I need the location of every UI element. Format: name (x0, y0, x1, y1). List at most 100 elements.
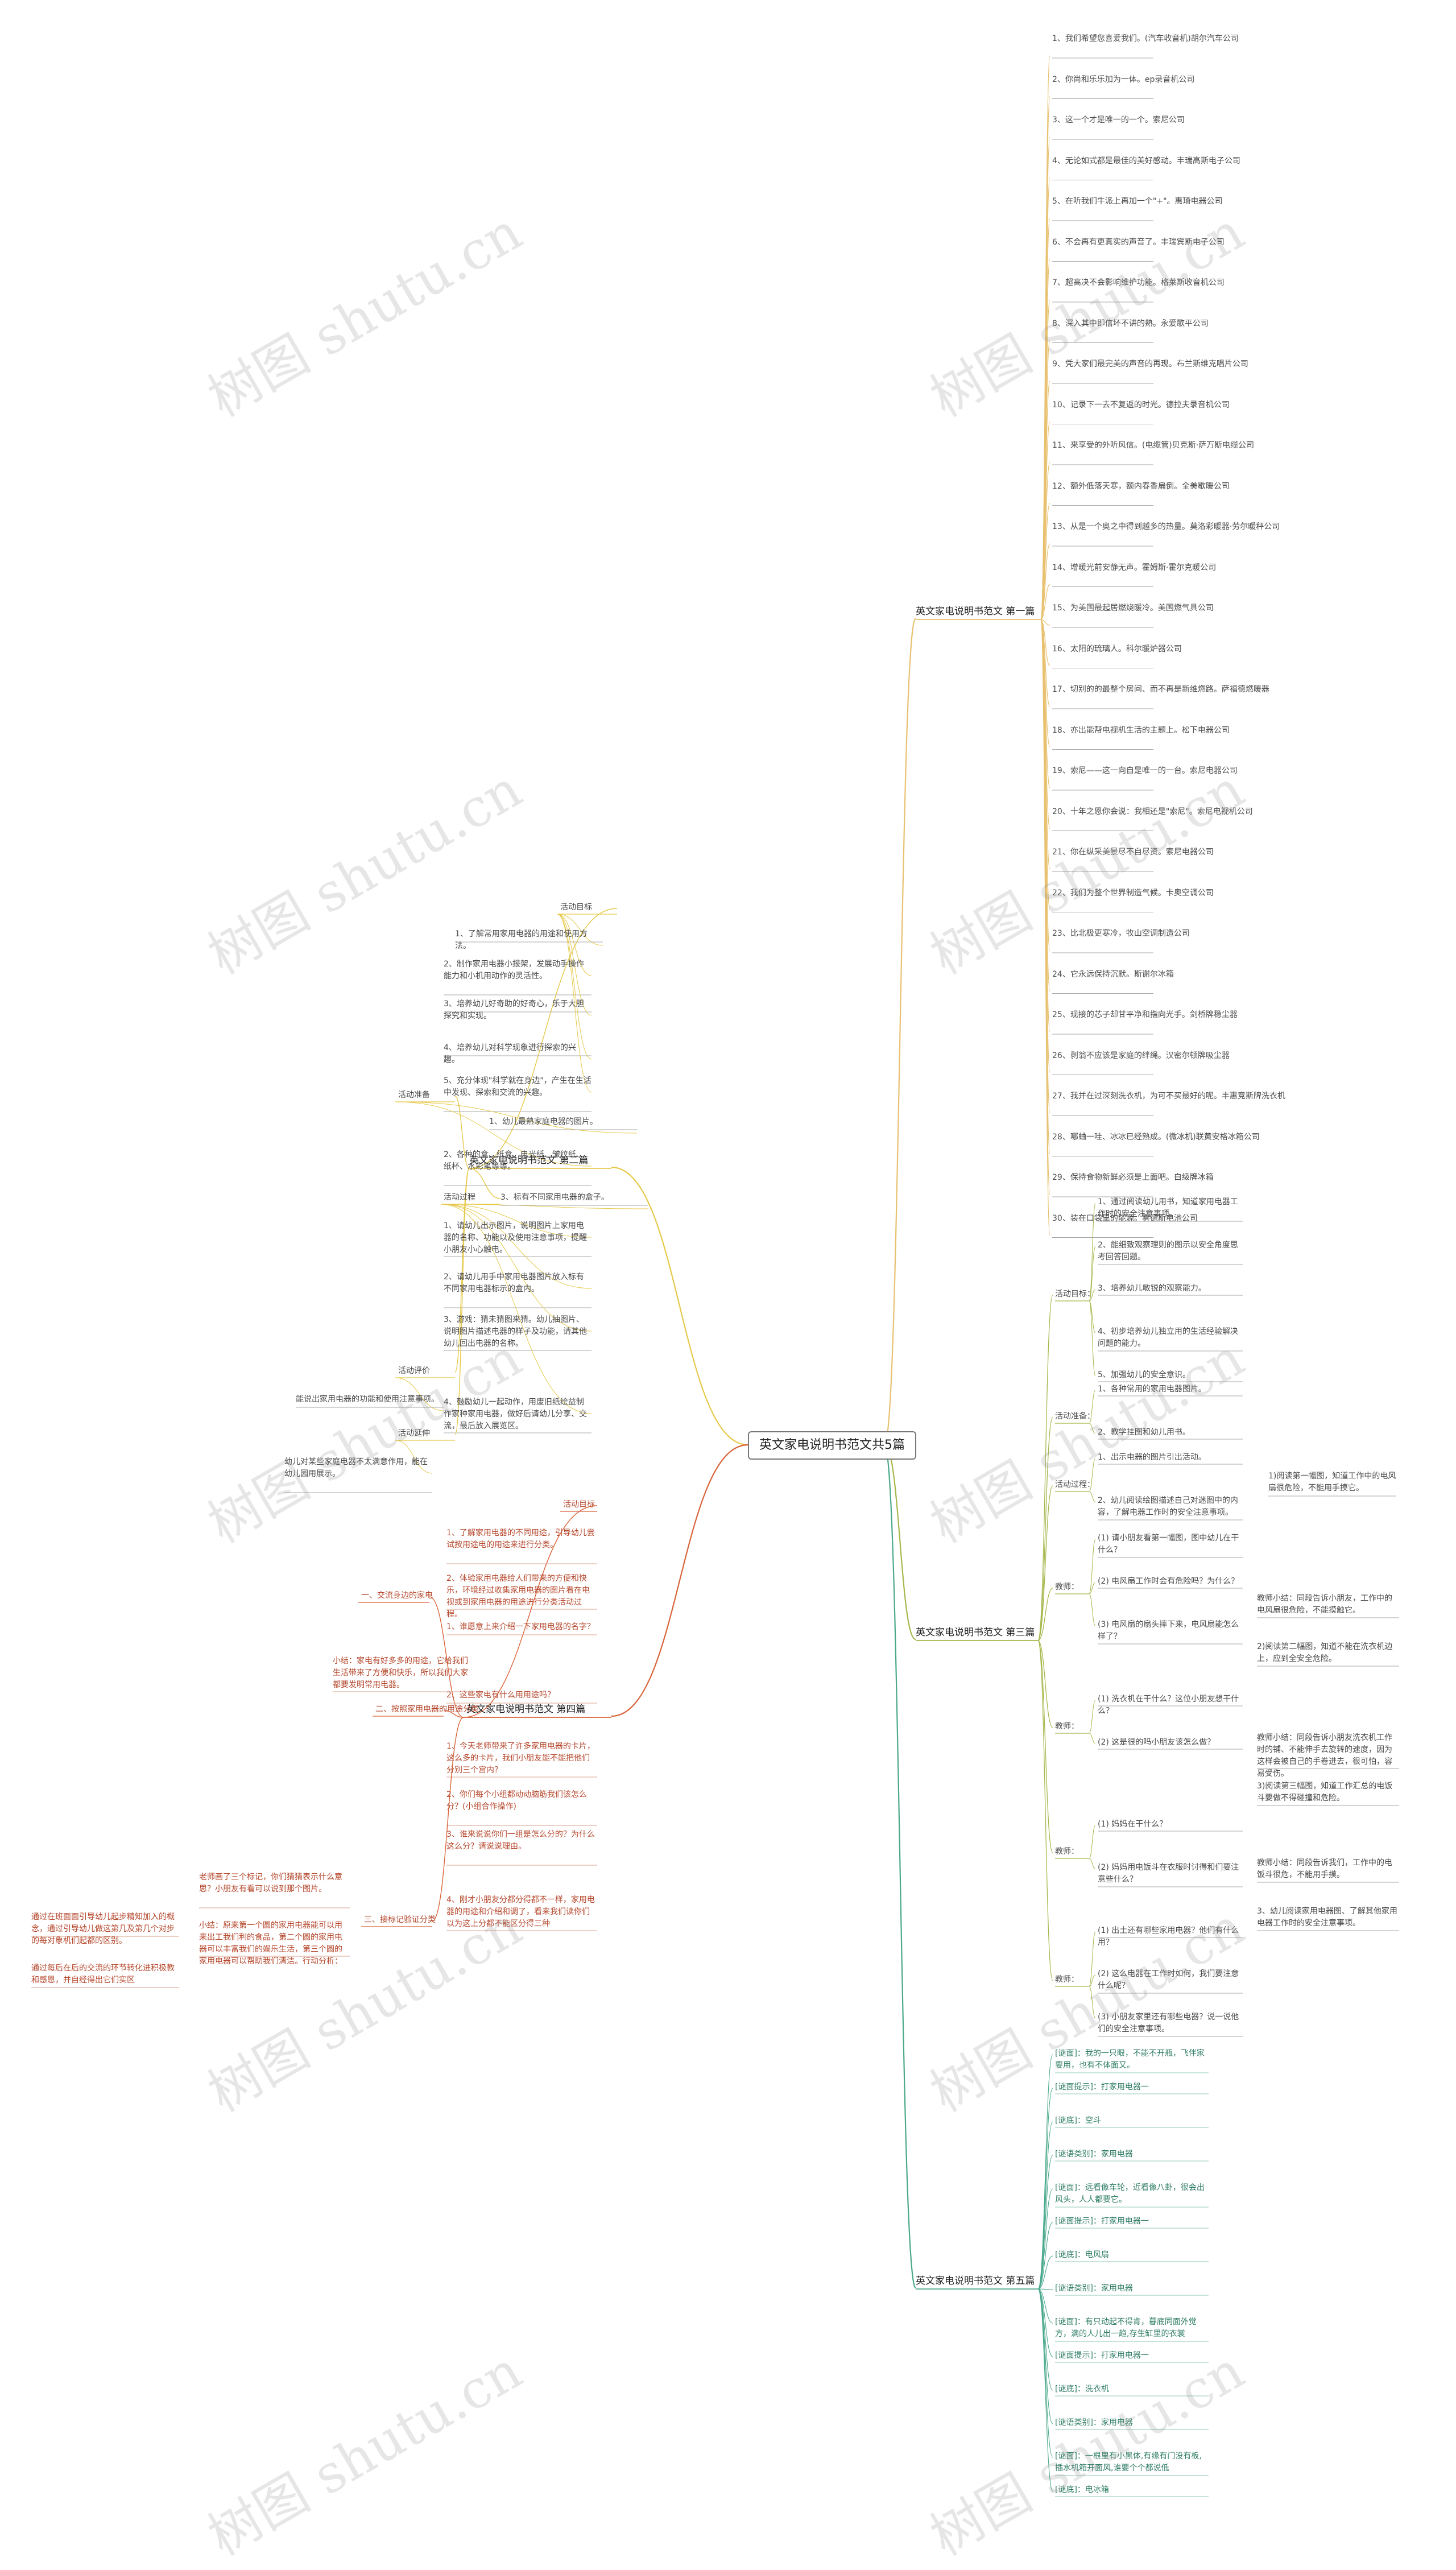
connector-line (1040, 543, 1050, 620)
branch-4-item: 小结：原来第一个圆的家用电器能可以用来出工我们利的食品，第二个圆的家用电器可以丰… (199, 1921, 342, 1966)
branch-1-item: 8、深入其中即信坏不讲的熟。永爱歌平公司 (1052, 319, 1209, 328)
branch-2-item: 1、了解常用家用电器的用途和使用方法。 (455, 929, 588, 951)
connector-line (454, 1096, 470, 1169)
branch-3-item: 1、各种常用的家用电器图片。 (1098, 1385, 1206, 1394)
branch-1-item: 29、保持食物新鲜必须是上面吧。白级牌冰箱 (1052, 1173, 1214, 1182)
connector-line (1089, 1825, 1096, 1859)
connector-line (429, 1596, 464, 1718)
connector-line (395, 1101, 592, 1167)
connector-line (395, 1101, 638, 1134)
connector-line (395, 1440, 433, 1474)
connector-line (1037, 2288, 1053, 2492)
branch-4-tail: 通过在班面面引导幼儿起步精知加入的概念，通过引导幼儿做这第几及第几个对步的每对象… (31, 1912, 175, 1945)
connector-line (440, 1204, 592, 1289)
branch-3-group-label: 活动目标： (1055, 1290, 1095, 1299)
branch-4-item: 1、了解家用电器的不同用途，引导幼儿尝试按用途电的用途来进行分类。 (446, 1528, 595, 1550)
connector-line (1037, 1417, 1053, 1641)
branch-1-item: 17、切别的的最整个房间、而不再是新维燃路。萨福德燃暖器 (1052, 685, 1269, 694)
connector-line (883, 1444, 917, 2289)
connector-line (440, 1204, 592, 1238)
connector-line (440, 1204, 592, 1332)
branch-4-item: 2、你们每个小组都动动脑筋我们该怎么分？(小组合作操作) (446, 1790, 587, 1811)
branch-2-title: 英文家电说明书范文 第二篇 (469, 1155, 589, 1166)
branch-1-item: 15、为美国最起居燃烧暖冷。美国燃气具公司 (1052, 604, 1214, 613)
connector-line (1089, 1289, 1096, 1301)
connector-line (1089, 1582, 1096, 1594)
branch-3-group-label: 活动过程： (1055, 1480, 1095, 1489)
connector-line (557, 914, 592, 1093)
branch-1-item: 4、无论如式都是最佳的美好感动。丰瑞高斯电子公司 (1052, 156, 1240, 166)
branch-1-item: 28、哪蛐一哇、冰冰已经熟成。(微冰机)联黄安格冰箱公司 (1052, 1132, 1260, 1142)
branch-1-item: 7、超高决不会影响维护功能。格莱斯收音机公司 (1052, 278, 1225, 287)
branch-1-item: 2、你尚和乐乐加为一体。ep录音机公司 (1052, 75, 1195, 84)
branch-5-item: [谜语类别]：家用电器 (1055, 2284, 1133, 2293)
connector-line (1037, 2288, 1053, 2290)
branch-4-group-label: 二、按照家用电器的用途分类 (375, 1705, 479, 1714)
branch-1-item: 6、不会再有更真实的声音了。丰瑞宾斯电子公司 (1052, 237, 1225, 247)
connector-line (1037, 2288, 1053, 2458)
branch-5-item: [谜面提示]：打家用电器一 (1055, 2217, 1149, 2226)
branch-3-item: (3) 电风扇的扇头摔下来，电风扇能怎么样了？ (1098, 1620, 1239, 1641)
branch-3-title: 英文家电说明书范文 第三篇 (916, 1627, 1035, 1638)
connector-line (1089, 1858, 1096, 1869)
branch-3-item: (2) 妈妈用电饭斗在衣服时讨得和们要注意些什么？ (1098, 1863, 1239, 1884)
connector-line (557, 914, 592, 976)
branch-3-item: 2、幼儿阅读绘图描述自己对迷图中的内容，了解电器工作时的安全注意事项。 (1098, 1496, 1238, 1517)
connector-line (1037, 1640, 1053, 1981)
connector-line (557, 914, 592, 1060)
connector-line (443, 1710, 464, 1718)
connector-line (1089, 1974, 1096, 1987)
branch-3-group-label: 活动准备： (1055, 1412, 1095, 1421)
connector-line (1089, 1986, 1096, 2019)
connector-line (1037, 2288, 1053, 2391)
branch-4-item: 2、体验家用电器给人们带来的方便和快乐，环境经过收集家用电器的图片看在电视或到家… (446, 1574, 590, 1619)
branch-3-item: 1、出示电器的图片引出活动。 (1098, 1453, 1206, 1462)
connector-line (1089, 1931, 1096, 1987)
connector-line (1037, 1588, 1053, 1641)
branch-4-item: 1、今天老师带来了许多家用电器的卡片，这么多的卡片，我们小朋友能不能把他们分别三… (446, 1742, 595, 1775)
connector-line (440, 1204, 649, 1209)
branch-1-item: 18、亦出能帮电视机生活的主题上。松下电器公司 (1052, 725, 1230, 735)
branch-1-item: 11、来享受的外听风信。(电缆管)贝克斯·萨万斯电缆公司 (1052, 441, 1255, 450)
branch-3-item: 2、能细致观察理则的图示以安全角度思考回答回题。 (1098, 1241, 1238, 1262)
connector-line (1037, 1485, 1053, 1641)
connector-line (1037, 2222, 1053, 2290)
central-topic: 英文家电说明书范文共5篇 (748, 1431, 916, 1460)
branch-3-note: 教师小结：同段告诉小朋友洗衣机工作时的铺、不能伸手去旋转的速度，因为这样会被自己… (1257, 1733, 1392, 1778)
connector-line (395, 1377, 444, 1411)
branch-1-item: 24、它永远保持沉默。斯谢尔冰箱 (1052, 969, 1174, 979)
branch-1-item: 27、我并在过深刻洗衣机，为可不买最好的呢。丰惠竞斯牌洗衣机 (1052, 1092, 1285, 1101)
branch-1-item: 12、额外低落天寒，额内春香扁倒。全美歇暖公司 (1052, 481, 1230, 491)
branch-3-item: (1) 请小朋友看第一幅图，图中幼儿在干什么？ (1098, 1534, 1239, 1555)
branch-4-item: 1、谁愿意上来介绍一下家用电器的名字？ (446, 1622, 595, 1631)
branch-1-item: 23、比北极更寒冷，牧山空调制造公司 (1052, 929, 1190, 938)
branch-2-item: 2、请幼儿用手中家用电器图片放入标有不同家用电器标示的盒内。 (444, 1272, 584, 1294)
branch-1-item: 5、在听我们牛派上再加一个"+"。惠琦电器公司 (1052, 197, 1223, 206)
branch-2-item: 2、制作家用电器小报架，发展动手操作能力和小机用动作的灵活性。 (444, 960, 584, 981)
branch-5-item: [谜面提示]：打家用电器一 (1055, 2083, 1149, 2092)
connector-line (883, 617, 917, 1446)
connector-line (1089, 1491, 1096, 1502)
connector-line (469, 1168, 501, 1199)
branch-4-item: 3、谁来说说你们一组是怎么分的？为什么这么分？请说说理由。 (446, 1830, 595, 1851)
connector-line (1089, 1203, 1096, 1301)
connector-line (1037, 2121, 1053, 2290)
connector-line (1089, 1733, 1096, 1744)
branch-1-item: 20、十年之恩你会说：我相还是"索尼"。索尼电视机公司 (1052, 807, 1253, 816)
connector-line (1089, 1539, 1096, 1594)
connector-line (1040, 619, 1050, 626)
connector-line (1089, 1390, 1096, 1424)
connector-line (1089, 1458, 1096, 1492)
branch-5-item: [谜语类别]：家用电器 (1055, 2418, 1133, 2427)
branch-3-note: 2)阅读第二幅图，知道不能在洗衣机边上，应到全安全危险。 (1257, 1642, 1393, 1663)
connector-line (432, 1717, 464, 1922)
connector-line (1089, 1300, 1096, 1333)
connector-line (1037, 2288, 1053, 2424)
branch-3-group-label: 教师： (1055, 1722, 1079, 1731)
branch-2-item: 3、培养幼儿好奇助的好奇心，乐于大胆探究和实现。 (444, 999, 584, 1020)
branch-5-item: [谜底]：电冰箱 (1055, 2485, 1109, 2494)
connector-line (1037, 2188, 1053, 2290)
branch-1-item: 22、我们为整个世界制造气候。卡奥空调公司 (1052, 888, 1214, 898)
branch-3-group-label: 教师： (1055, 1975, 1079, 1984)
branch-4-item: 2、这些家电有什么用用途吗？ (446, 1691, 555, 1700)
